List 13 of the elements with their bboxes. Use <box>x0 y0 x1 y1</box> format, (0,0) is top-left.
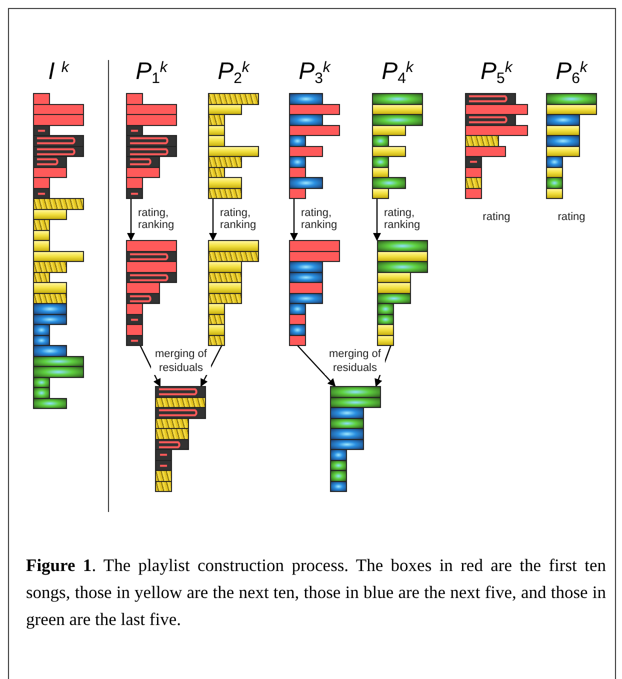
merge-label: merging of residuals <box>151 347 211 375</box>
arrow <box>127 198 135 241</box>
arrow <box>296 344 336 387</box>
arrow <box>290 198 298 241</box>
playlist-heading: I $^{k}$ <box>48 57 69 87</box>
merge-label: merging of residuals <box>325 347 385 375</box>
step-label: rating <box>482 211 510 223</box>
arrow <box>209 198 217 241</box>
arrow <box>200 344 223 387</box>
figure-caption: Figure 1. The playlist construction process. The boxes in red are the first ten songs, those in yellow are the next ten, those in blue are the next five, and those in green are the last five. <box>26 554 606 631</box>
arrow <box>373 198 381 241</box>
step-label: rating <box>558 211 586 223</box>
arrow <box>139 344 161 387</box>
